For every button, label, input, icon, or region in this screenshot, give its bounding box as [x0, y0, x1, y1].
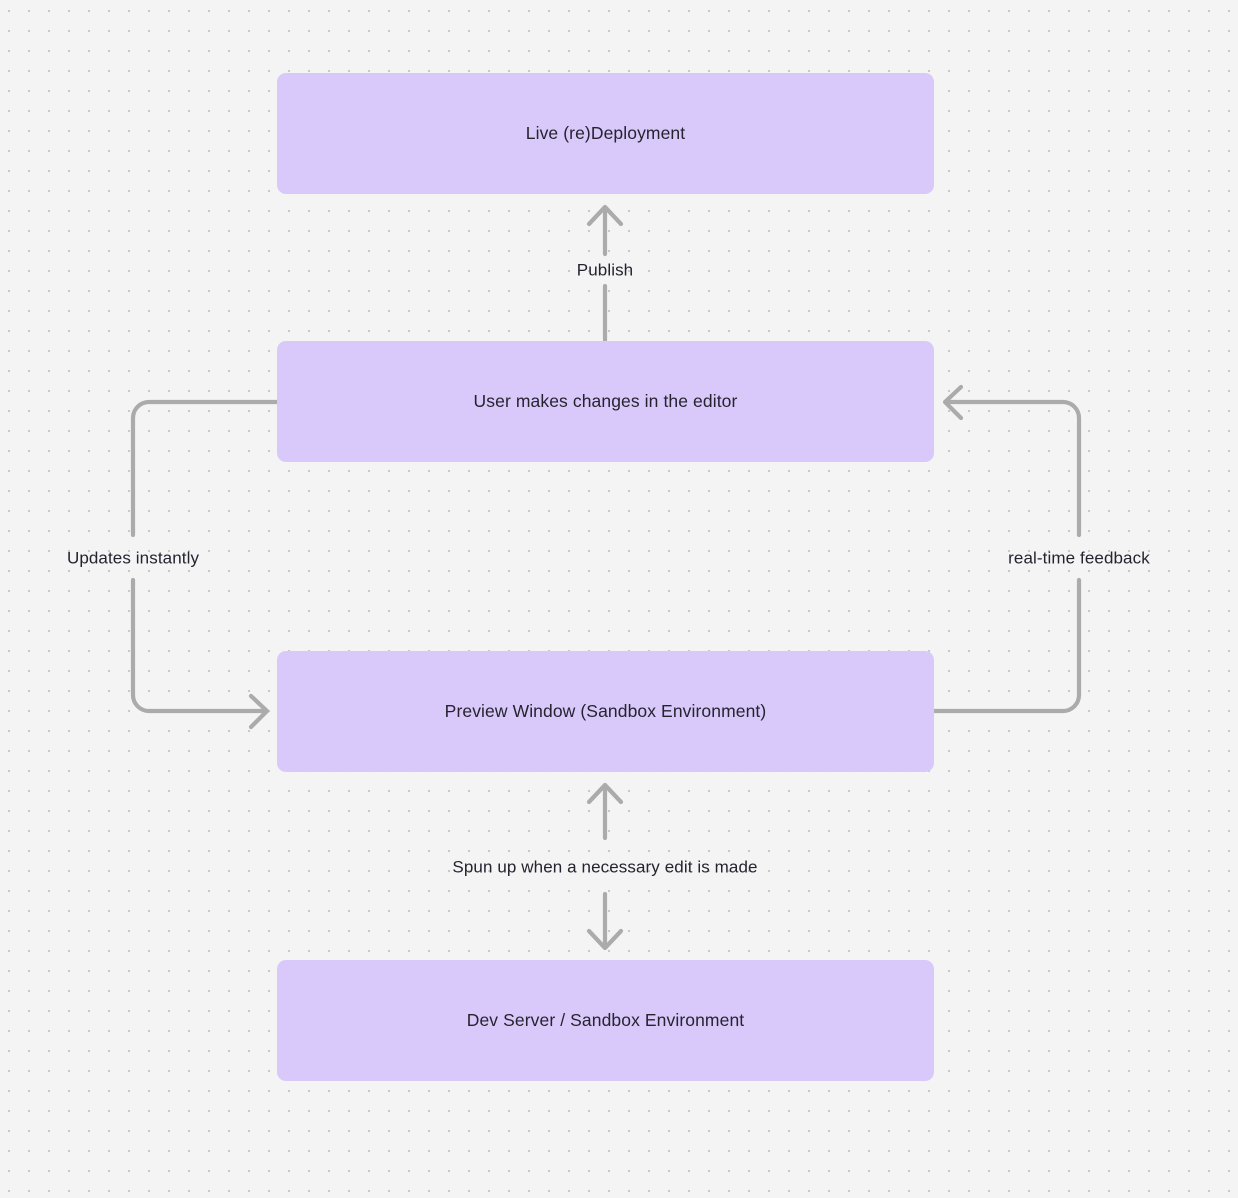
node-label: Dev Server / Sandbox Environment	[466, 1010, 745, 1031]
node-label: Live (re)Deployment	[525, 123, 686, 144]
node-dev-server[interactable]: Dev Server / Sandbox Environment	[277, 960, 934, 1081]
node-label: Preview Window (Sandbox Environment)	[444, 701, 767, 722]
edge-label-updates-instantly: Updates instantly	[66, 548, 200, 568]
edge-label-publish: Publish	[576, 260, 634, 280]
edge-label-spun-up: Spun up when a necessary edit is made	[452, 857, 758, 877]
node-live-deployment[interactable]: Live (re)Deployment	[277, 73, 934, 194]
node-user-edits[interactable]: User makes changes in the editor	[277, 341, 934, 462]
edge-label-real-time-feedback: real-time feedback	[1008, 548, 1150, 568]
node-preview-window[interactable]: Preview Window (Sandbox Environment)	[277, 651, 934, 772]
node-label: User makes changes in the editor	[473, 391, 738, 412]
